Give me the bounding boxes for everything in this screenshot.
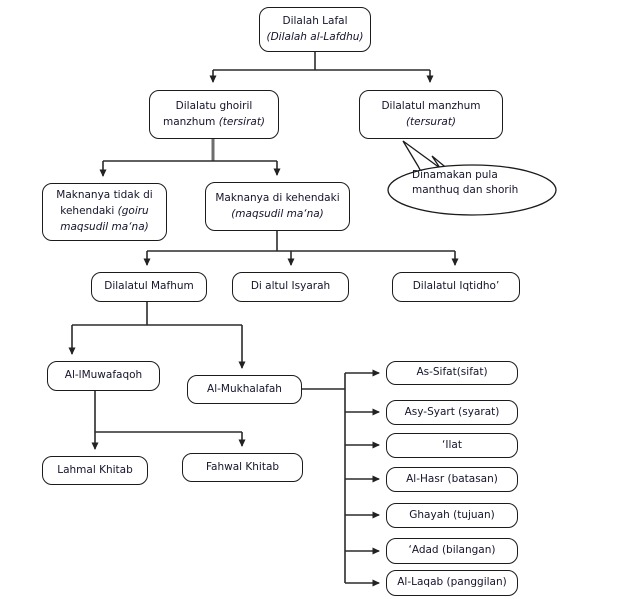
node-dikehendaki-line2: (maqsudil ma‘na) <box>231 207 324 220</box>
node-al-muwafaqoh: Al-lMuwafaqoh <box>47 361 160 391</box>
node-mukhalafah-label: Al-Mukhalafah <box>207 382 282 395</box>
node-manzhum-line1: Dilalatul manzhum <box>381 99 481 112</box>
bubble-line2: manthuq dan shorih <box>412 184 519 196</box>
node-fahwal-khitab: Fahwal Khitab <box>182 453 303 482</box>
node-lahmal-label: Lahmal Khitab <box>57 463 133 476</box>
node-dilalah-lafal-line1: Dilalah Lafal <box>282 14 348 27</box>
node-ilat-label: ‘Ilat <box>442 438 462 451</box>
bubble-line1: Dinamakan pula <box>412 169 498 181</box>
node-tidak-text: Maknanya tidak di kehendaki (goiru maqsu… <box>56 189 153 233</box>
node-ghoiril-line1: Dilalatu ghoiril <box>175 99 253 112</box>
speech-bubble-text: Dinamakan pula manthuq dan shorih <box>412 168 518 198</box>
node-lahmal-khitab: Lahmal Khitab <box>42 456 148 485</box>
node-dilalatul-mafhum: Dilalatul Mafhum <box>91 272 207 302</box>
node-muwafaqoh-label: Al-lMuwafaqoh <box>64 369 143 382</box>
node-mafhum-label: Dilalatul Mafhum <box>104 280 194 293</box>
node-al-hasr: Al-Hasr (batasan) <box>386 467 518 492</box>
node-syart-label: Asy-Syart (syarat) <box>404 405 500 418</box>
node-as-sifat: As-Sifat(sifat) <box>386 361 518 385</box>
node-dilalatul-manzhum: Dilalatul manzhum (tersurat) <box>359 90 503 139</box>
node-asy-syart: Asy-Syart (syarat) <box>386 400 518 425</box>
node-manzhum-line2: (tersurat) <box>405 115 457 128</box>
node-adad: ‘Adad (bilangan) <box>386 538 518 564</box>
node-dilalah-lafal: Dilalah Lafal (Dilalah al-Lafdhu) <box>259 7 371 52</box>
node-ilat: ‘Ilat <box>386 433 518 458</box>
node-dilalah-lafal-line2: (Dilalah al-Lafdhu) <box>266 30 364 43</box>
node-dilalatul-iqtidho: Dilalatul Iqtidho’ <box>392 272 520 302</box>
node-ghoiril-line2: manzhum (tersirat) <box>162 115 266 128</box>
node-maknanya-dikehendaki: Maknanya di kehendaki (maqsudil ma‘na) <box>205 182 350 231</box>
node-ghayah-label: Ghayah (tujuan) <box>409 508 495 521</box>
node-fahwal-label: Fahwal Khitab <box>205 460 280 473</box>
node-dilalatu-ghoiril-manzhum: Dilalatu ghoiril manzhum (tersirat) <box>149 90 279 139</box>
node-sifat-label: As-Sifat(sifat) <box>416 366 488 379</box>
node-al-laqab: Al-Laqab (panggilan) <box>386 570 518 596</box>
node-hasr-label: Al-Hasr (batasan) <box>406 472 498 485</box>
speech-bubble <box>387 140 557 216</box>
node-dikehendaki-line1: Maknanya di kehendaki <box>215 191 340 204</box>
node-ghayah: Ghayah (tujuan) <box>386 503 518 528</box>
node-iqtidho-label: Dilalatul Iqtidho’ <box>412 280 500 293</box>
node-laqab-label: Al-Laqab (panggilan) <box>397 576 507 589</box>
node-al-mukhalafah: Al-Mukhalafah <box>187 375 302 404</box>
node-maknanya-tidak-dikehendaki: Maknanya tidak di kehendaki (goiru maqsu… <box>42 183 167 241</box>
node-isyarah-label: Di altul Isyarah <box>250 280 331 293</box>
node-adad-label: ‘Adad (bilangan) <box>408 544 496 557</box>
node-dilalatul-isyarah: Di altul Isyarah <box>232 272 349 302</box>
